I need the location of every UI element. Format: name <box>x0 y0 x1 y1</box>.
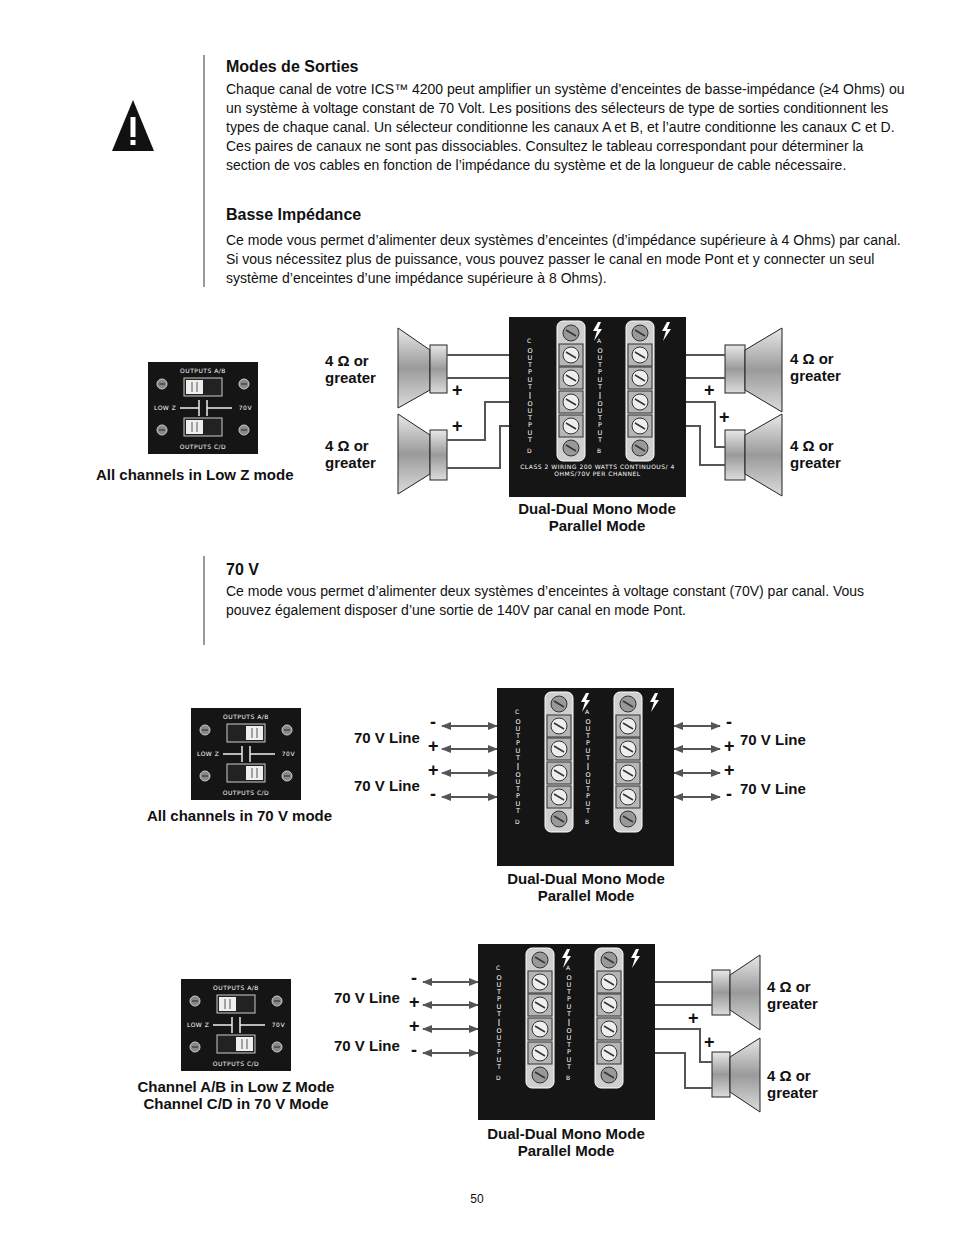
speaker-label: 4 Ω or greater <box>790 350 862 384</box>
speaker-label: 4 Ω or greater <box>325 437 397 471</box>
terminal-label: B <box>597 447 602 454</box>
section-heading: Basse Impédance <box>226 205 361 225</box>
polarity-sign: + <box>704 381 715 399</box>
polarity-sign: + <box>428 761 439 779</box>
speaker-label: 4 Ω or greater <box>325 352 397 386</box>
terminal-label: C <box>515 708 520 715</box>
page-number: 50 <box>457 1192 497 1206</box>
polarity-sign: - <box>430 713 436 731</box>
switch-label: OUTPUTS C/D <box>191 789 301 796</box>
switch-label: LOW Z <box>154 404 176 411</box>
terminal-label: A <box>585 708 590 715</box>
output-mode-switch-panel: OUTPUTS A/B LOW Z 70V OUTPUTS C/D <box>191 708 301 800</box>
switch-label: OUTPUTS A/B <box>191 713 301 720</box>
terminal-label: C <box>496 964 501 971</box>
output-terminal-block: C OUTPUT OUTPUT D A OUTPUT OUTPUT B CLASS 2 WIRI… <box>509 317 686 497</box>
terminal-label: D <box>496 1074 501 1081</box>
line-label: 70 V Line <box>354 777 420 794</box>
terminal-label: OUTPUT <box>597 401 604 444</box>
terminal-label: OUTPUT <box>566 975 573 1018</box>
switch-caption: All channels in 70 V mode <box>147 807 332 824</box>
output-mode-switch-panel: OUTPUTS A/B LOW Z 70V OUTPUTS C/D <box>181 979 291 1071</box>
terminal-label: D <box>527 447 532 454</box>
polarity-sign: - <box>411 1041 417 1059</box>
polarity-sign: + <box>724 761 735 779</box>
switch-caption: Channel A/B in Low Z Mode Channel C/D in… <box>111 1078 361 1112</box>
polarity-sign: + <box>409 1017 420 1035</box>
switch-label: 70V <box>282 750 295 757</box>
switch-label: OUTPUTS A/B <box>148 367 258 374</box>
terminal-label: B <box>566 1074 571 1081</box>
mode-caption: Dual-Dual Mono Mode Parallel Mode <box>461 1125 671 1159</box>
terminal-label: A <box>566 964 571 971</box>
polarity-sign: + <box>688 1009 699 1027</box>
margin-rule <box>204 55 205 287</box>
polarity-sign: - <box>726 713 732 731</box>
margin-rule <box>204 556 205 645</box>
polarity-sign: - <box>430 785 436 803</box>
mode-caption: Dual-Dual Mono Mode Parallel Mode <box>492 500 702 534</box>
polarity-sign: + <box>452 417 463 435</box>
polarity-sign: + <box>428 737 439 755</box>
terminal-label: OUTPUT <box>566 1028 573 1071</box>
output-terminal-block: C OUTPUT OUTPUT D A OUTPUT OUTPUT B <box>478 944 655 1120</box>
terminal-label: D <box>515 818 520 825</box>
polarity-sign: + <box>704 1033 715 1051</box>
switch-label: 70V <box>272 1021 285 1028</box>
line-label: 70 V Line <box>354 729 420 746</box>
polarity-sign: + <box>409 993 420 1011</box>
polarity-sign: - <box>411 969 417 987</box>
warning-icon <box>112 100 154 151</box>
terminal-label: OUTPUT <box>527 348 534 391</box>
terminal-label: OUTPUT <box>597 348 604 391</box>
section-heading: 70 V <box>226 560 259 580</box>
terminal-label: OUTPUT <box>585 772 592 815</box>
polarity-sign: + <box>452 381 463 399</box>
polarity-sign: + <box>719 408 730 426</box>
switch-label: LOW Z <box>187 1021 209 1028</box>
body-paragraph: Chaque canal de votre ICS™ 4200 peut amp… <box>226 80 910 175</box>
output-mode-switch-panel: OUTPUTS A/B LOW Z 70V OUTPUTS C/D <box>148 362 258 454</box>
terminal-label: A <box>597 337 602 344</box>
line-label: 70 V Line <box>740 780 806 797</box>
body-paragraph: Ce mode vous permet d’alimenter deux sys… <box>226 231 910 288</box>
terminal-label: B <box>585 818 590 825</box>
polarity-sign: + <box>724 737 735 755</box>
switch-label: LOW Z <box>197 750 219 757</box>
terminal-label: OUTPUT <box>585 719 592 762</box>
switch-caption: All channels in Low Z mode <box>96 466 294 483</box>
terminal-label: OUTPUT <box>496 1028 503 1071</box>
terminal-label: CLASS 2 WIRING 200 WATTS CONTINUOUS/ 4 O… <box>517 463 678 477</box>
switch-label: 70V <box>239 404 252 411</box>
switch-label: OUTPUTS C/D <box>181 1060 291 1067</box>
speaker-label: 4 Ω or greater <box>767 1067 839 1101</box>
speaker-label: 4 Ω or greater <box>767 978 839 1012</box>
mode-caption: Dual-Dual Mono Mode Parallel Mode <box>481 870 691 904</box>
terminal-label: OUTPUT <box>527 401 534 444</box>
terminal-label: C <box>527 337 532 344</box>
switch-label: OUTPUTS C/D <box>148 443 258 450</box>
70v-line-arrows <box>423 726 720 1053</box>
output-terminal-block: C OUTPUT OUTPUT D A OUTPUT OUTPUT B <box>497 688 674 866</box>
terminal-label: OUTPUT <box>515 772 522 815</box>
line-label: 70 V Line <box>334 1037 400 1054</box>
body-paragraph: Ce mode vous permet d’alimenter deux sys… <box>226 582 910 620</box>
terminal-label: OUTPUT <box>496 975 503 1018</box>
polarity-sign: - <box>726 785 732 803</box>
speaker-label: 4 Ω or greater <box>790 437 862 471</box>
line-label: 70 V Line <box>740 731 806 748</box>
terminal-label: OUTPUT <box>515 719 522 762</box>
section-heading: Modes de Sorties <box>226 57 358 77</box>
line-label: 70 V Line <box>334 989 400 1006</box>
switch-label: OUTPUTS A/B <box>181 984 291 991</box>
